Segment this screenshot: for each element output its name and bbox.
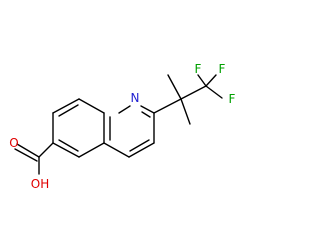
atom-fluorine-top-left-label: F — [195, 62, 202, 76]
bond-c8-c7 — [52, 98, 80, 114]
bond-c6-c5-inner — [58, 139, 79, 152]
bond-cq-cf3 — [180, 85, 207, 100]
bond-cf3-f-top-left — [197, 74, 207, 87]
bond-n1-c2-inner — [141, 111, 151, 118]
bond-c8a-n1 — [118, 105, 131, 114]
atom-carbonyl-oxygen-label: O — [9, 136, 18, 150]
bond-cf3-f-right — [205, 85, 223, 99]
bond-c8a-c8 — [78, 98, 105, 114]
bond-c8-c7-inner — [58, 104, 79, 117]
atom-hydroxyl-label: OH — [31, 177, 49, 191]
bond-group — [14, 74, 223, 175]
bond-cq-methyl-up — [167, 74, 182, 100]
atom-label-group: N O OH F F F — [9, 62, 235, 191]
bond-c5-c4a — [78, 142, 105, 158]
bond-c2-cq — [153, 98, 182, 114]
bond-c4-c4a — [103, 142, 130, 158]
atom-fluorine-top-right-label: F — [219, 62, 226, 76]
bond-cf3-f-top-right — [205, 74, 217, 87]
bond-n1-c2 — [140, 105, 155, 114]
molecule-diagram: N O OH F F F — [9, 62, 235, 191]
bond-ccooh-o-double-a — [16, 143, 40, 158]
atom-n1-label: N — [131, 91, 140, 105]
atom-fluorine-right-label: F — [229, 92, 236, 106]
bond-c6-ccooh — [38, 142, 54, 158]
bond-c3-c4 — [128, 142, 155, 158]
bond-ccooh-o-double-b — [14, 148, 38, 162]
bond-c6-c5 — [52, 142, 80, 158]
bond-cq-methyl-down — [180, 98, 191, 125]
bond-c3-c4-inner — [129, 139, 150, 152]
